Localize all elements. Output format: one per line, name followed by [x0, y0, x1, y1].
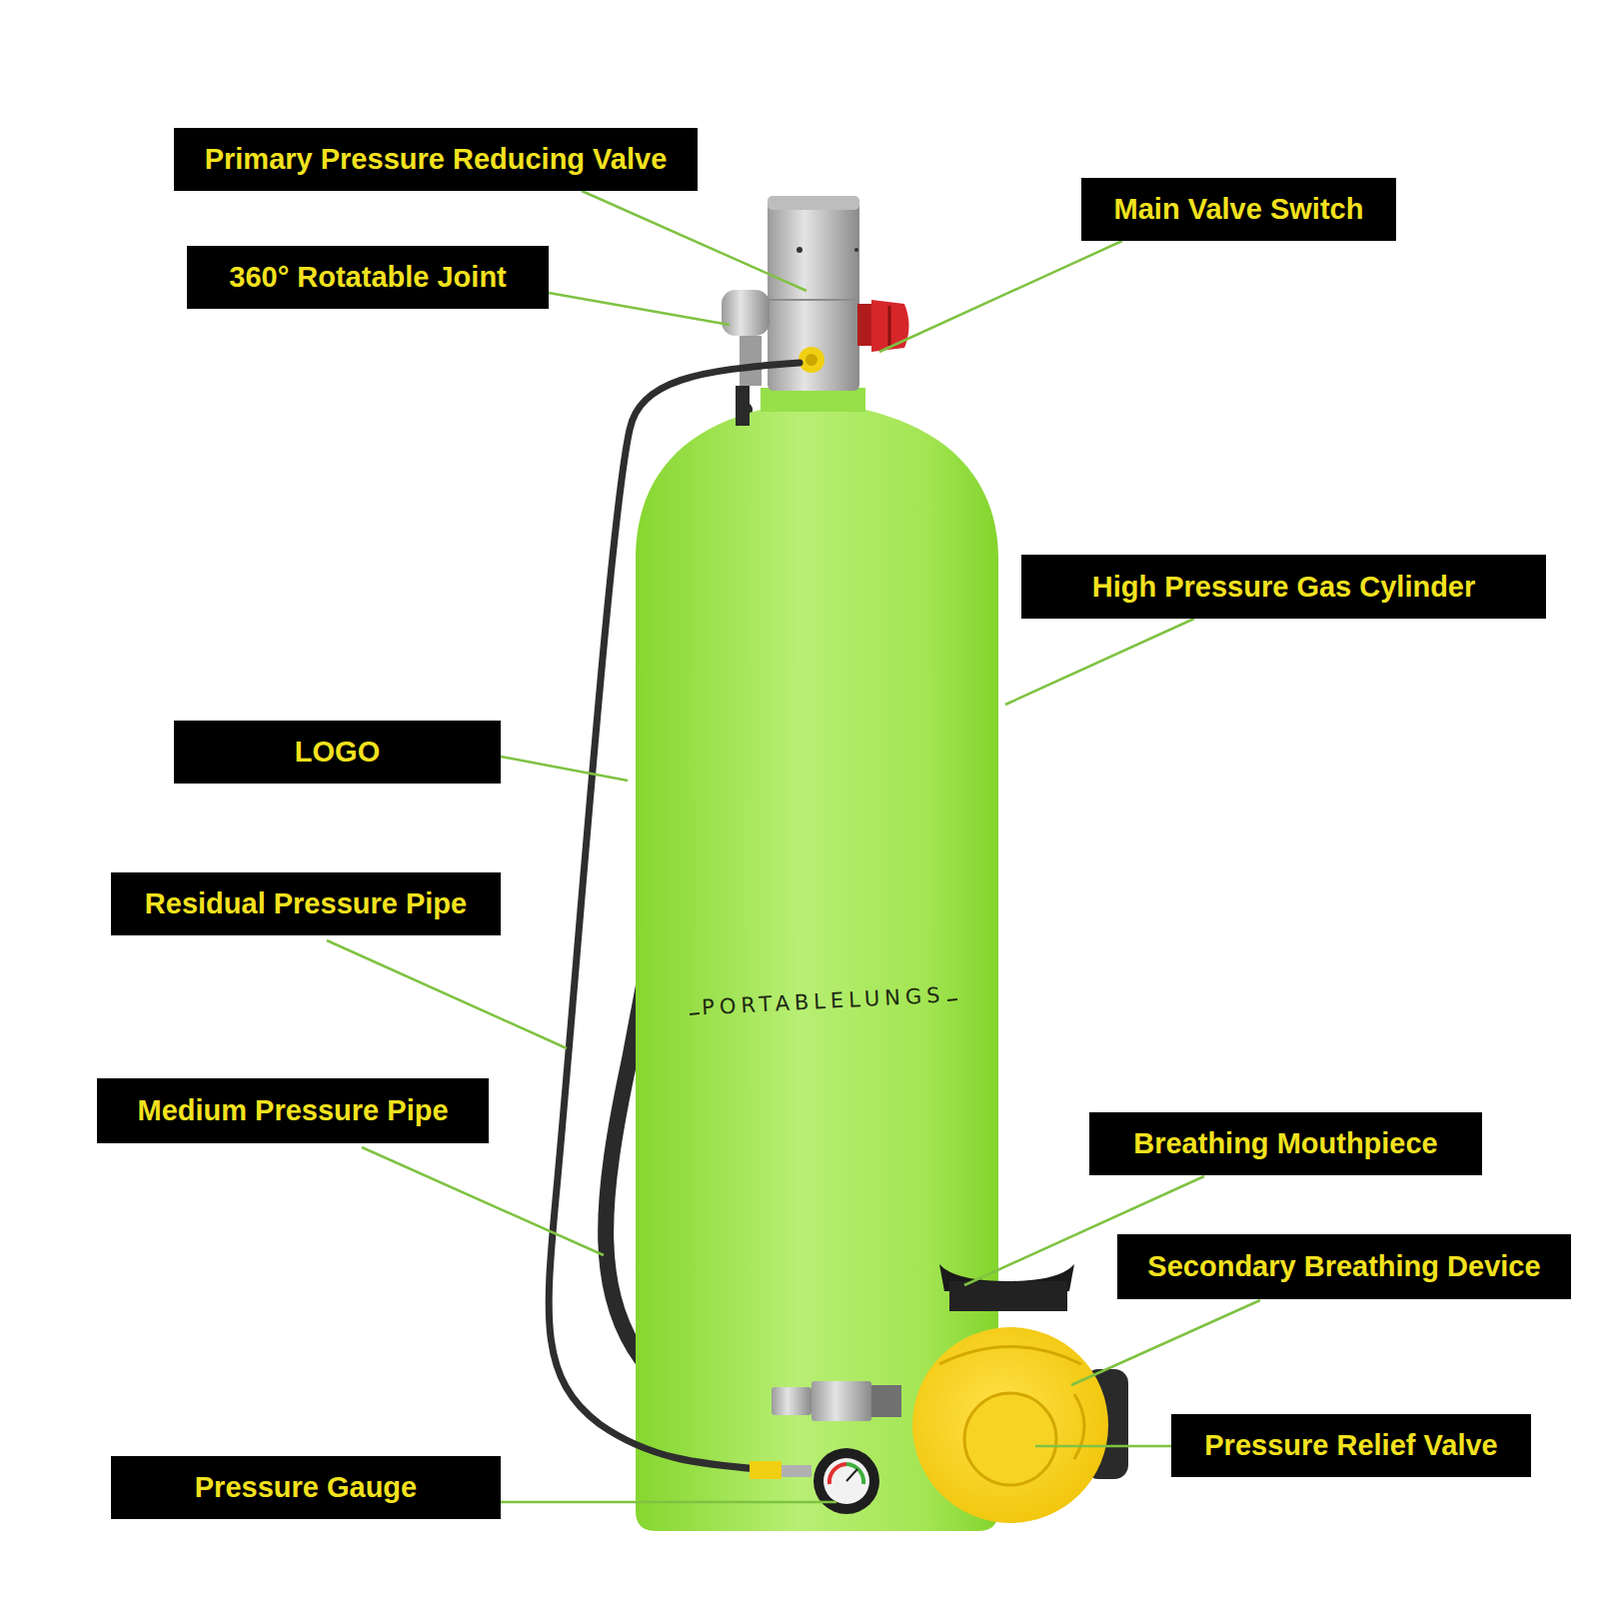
label-box: Primary Pressure Reducing Valve — [173, 127, 698, 191]
label-box: Main Valve Switch — [1081, 177, 1397, 241]
label-box: Residual Pressure Pipe — [110, 872, 501, 936]
label-box: High Pressure Gas Cylinder — [1021, 554, 1547, 619]
part-name: Pressure Gauge — [194, 1471, 417, 1505]
part-name: Secondary Breathing Device — [1147, 1250, 1541, 1284]
label-box: Pressure Relief Valve — [1171, 1414, 1532, 1478]
part-name: Main Valve Switch — [1114, 192, 1365, 226]
label-box: Pressure Gauge — [110, 1456, 501, 1520]
label-box: Breathing Mouthpiece — [1089, 1112, 1483, 1176]
part-name: Primary Pressure Reducing Valve — [204, 142, 668, 176]
label-box: Medium Pressure Pipe — [96, 1078, 489, 1144]
part-name: 360° Rotatable Joint — [228, 260, 507, 294]
label-box: 360° Rotatable Joint — [186, 245, 549, 309]
part-name: Residual Pressure Pipe — [144, 887, 467, 921]
part-name: LOGO — [294, 735, 380, 769]
part-name: Breathing Mouthpiece — [1133, 1127, 1439, 1161]
part-name: Medium Pressure Pipe — [136, 1094, 448, 1128]
label-box: Secondary Breathing Device — [1117, 1234, 1572, 1300]
label-box: LOGO — [173, 720, 501, 784]
part-name: High Pressure Gas Cylinder — [1092, 570, 1477, 604]
part-name: Pressure Relief Valve — [1204, 1429, 1498, 1463]
